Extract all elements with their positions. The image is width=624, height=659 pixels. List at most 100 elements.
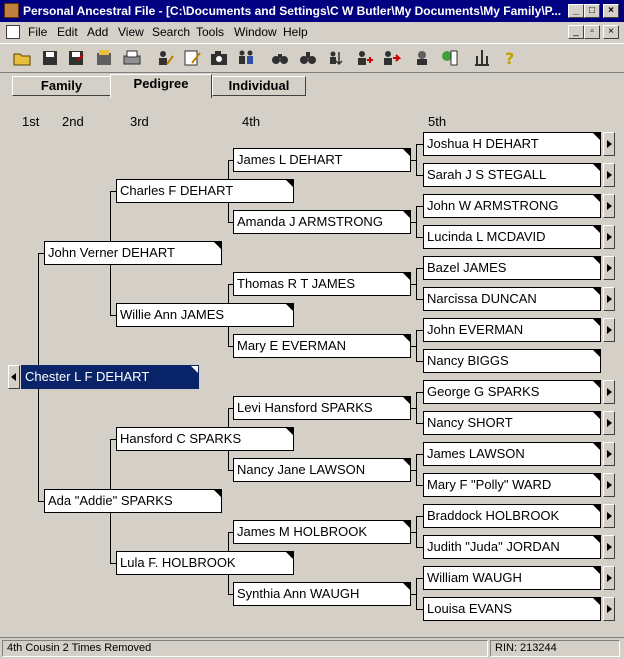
save-as-icon[interactable] [66, 48, 86, 68]
family-icon[interactable] [236, 48, 256, 68]
menu-add[interactable]: Add [87, 25, 109, 39]
edit-notes-icon[interactable] [182, 48, 202, 68]
menu-window[interactable]: Window [234, 25, 277, 39]
person-box-gen4[interactable]: Levi Hansford SPARKS [233, 395, 411, 420]
navigate-right-button[interactable] [603, 380, 615, 404]
person-box-gen4[interactable]: Mary E EVERMAN [233, 333, 411, 358]
person-box-gen3[interactable]: Charles F DEHART [116, 178, 294, 203]
person-box-gen2[interactable]: Ada "Addie" SPARKS [44, 488, 222, 513]
person-box-gen5[interactable]: Nancy BIGGS [423, 349, 601, 373]
navigate-right-button[interactable] [603, 411, 615, 435]
connector-line [416, 578, 417, 610]
record-corner-icon [593, 195, 600, 202]
multimedia-icon[interactable] [209, 48, 229, 68]
edit-individual-icon[interactable] [155, 48, 175, 68]
save-icon[interactable] [40, 48, 60, 68]
navigate-right-button[interactable] [603, 256, 615, 280]
person-name: Hansford C SPARKS [120, 430, 242, 446]
close-button[interactable]: × [603, 4, 619, 18]
person-box-gen5[interactable]: George G SPARKS [423, 380, 601, 404]
menu-file[interactable]: File [28, 25, 48, 39]
connector-line [416, 144, 417, 176]
person-box-gen4[interactable]: James M HOLBROOK [233, 519, 411, 544]
document-icon[interactable] [6, 25, 20, 39]
person-name: Synthia Ann WAUGH [237, 585, 360, 601]
person-box-gen5[interactable]: William WAUGH [423, 566, 601, 590]
navigate-right-button[interactable] [603, 163, 615, 187]
navigate-right-button[interactable] [603, 318, 615, 342]
tab-family[interactable]: Family [12, 76, 111, 96]
connector-line [410, 345, 416, 347]
generation-header: 3rd [130, 114, 149, 129]
navigate-left-button[interactable] [8, 364, 20, 389]
find-icon[interactable] [270, 48, 290, 68]
menu-view[interactable]: View [118, 25, 144, 39]
person-box-gen5[interactable]: James LAWSON [423, 442, 601, 466]
menu-edit[interactable]: Edit [57, 25, 78, 39]
record-corner-icon [286, 427, 293, 435]
menu-search[interactable]: Search [152, 25, 191, 39]
doc-restore-button[interactable]: ▫ [584, 25, 600, 39]
svg-text:?: ? [505, 49, 514, 68]
tree-icon[interactable] [439, 48, 459, 68]
app-icon[interactable] [4, 3, 19, 18]
web-icon[interactable] [412, 48, 432, 68]
connector-line [416, 423, 423, 424]
person-box-gen5[interactable]: Joshua H DEHART [423, 132, 601, 156]
help-icon[interactable]: ? [500, 48, 520, 68]
navigate-right-button[interactable] [603, 504, 615, 528]
minimize-button[interactable]: _ [568, 4, 584, 18]
backup-icon[interactable] [94, 48, 114, 68]
navigate-right-button[interactable] [603, 287, 615, 311]
person-box-gen5[interactable]: Louisa EVANS [423, 597, 601, 621]
record-corner-icon [593, 257, 600, 264]
person-box-gen5[interactable]: Narcissa DUNCAN [423, 287, 601, 311]
tab-individual[interactable]: Individual [212, 76, 306, 96]
person-name: James L DEHART [237, 151, 343, 167]
person-box-gen2[interactable]: John Verner DEHART [44, 240, 222, 265]
navigate-right-button[interactable] [603, 473, 615, 497]
navigate-right-button[interactable] [603, 132, 615, 156]
doc-minimize-button[interactable]: _ [568, 25, 584, 39]
temple-icon[interactable] [472, 48, 492, 68]
sort-icon[interactable] [326, 48, 346, 68]
person-box-root[interactable]: Chester L F DEHART [21, 364, 199, 389]
menu-tools[interactable]: Tools [196, 25, 225, 39]
person-box-gen5[interactable]: Judith "Juda" JORDAN [423, 535, 601, 559]
person-box-gen3[interactable]: Lula F. HOLBROOK [116, 550, 294, 575]
person-box-gen5[interactable]: John EVERMAN [423, 318, 601, 342]
compare-icon[interactable] [381, 48, 401, 68]
print-icon[interactable] [122, 48, 142, 68]
person-box-gen4[interactable]: Thomas R T JAMES [233, 271, 411, 296]
generation-header: 5th [428, 114, 447, 129]
menu-bar: File Edit Add View Search Tools Window H… [0, 22, 624, 42]
search-icon[interactable] [298, 48, 318, 68]
doc-close-button[interactable]: × [603, 25, 619, 39]
person-box-gen5[interactable]: Mary F "Polly" WARD [423, 473, 601, 497]
navigate-right-button[interactable] [603, 535, 615, 559]
person-box-gen4[interactable]: Synthia Ann WAUGH [233, 581, 411, 606]
person-box-gen4[interactable]: Amanda J ARMSTRONG [233, 209, 411, 234]
open-icon[interactable] [12, 48, 32, 68]
person-box-gen5[interactable]: John W ARMSTRONG [423, 194, 601, 218]
navigate-right-button[interactable] [603, 566, 615, 590]
navigate-right-button[interactable] [603, 225, 615, 249]
navigate-right-button[interactable] [603, 194, 615, 218]
navigate-right-button[interactable] [603, 442, 615, 466]
menu-help[interactable]: Help [283, 25, 308, 39]
person-box-gen4[interactable]: James L DEHART [233, 147, 411, 172]
tab-pedigree[interactable]: Pedigree [110, 74, 212, 98]
person-box-gen5[interactable]: Nancy SHORT [423, 411, 601, 435]
person-box-gen4[interactable]: Nancy Jane LAWSON [233, 457, 411, 482]
person-box-gen3[interactable]: Willie Ann JAMES [116, 302, 294, 327]
maximize-button[interactable]: □ [584, 4, 600, 18]
person-box-gen3[interactable]: Hansford C SPARKS [116, 426, 294, 451]
person-box-gen5[interactable]: Sarah J S STEGALL [423, 163, 601, 187]
record-corner-icon [593, 133, 600, 140]
add-person-icon[interactable] [354, 48, 374, 68]
person-box-gen5[interactable]: Lucinda L MCDAVID [423, 225, 601, 249]
person-box-gen5[interactable]: Braddock HOLBROOK [423, 504, 601, 528]
person-name: Braddock HOLBROOK [427, 508, 560, 523]
person-box-gen5[interactable]: Bazel JAMES [423, 256, 601, 280]
navigate-right-button[interactable] [603, 597, 615, 621]
